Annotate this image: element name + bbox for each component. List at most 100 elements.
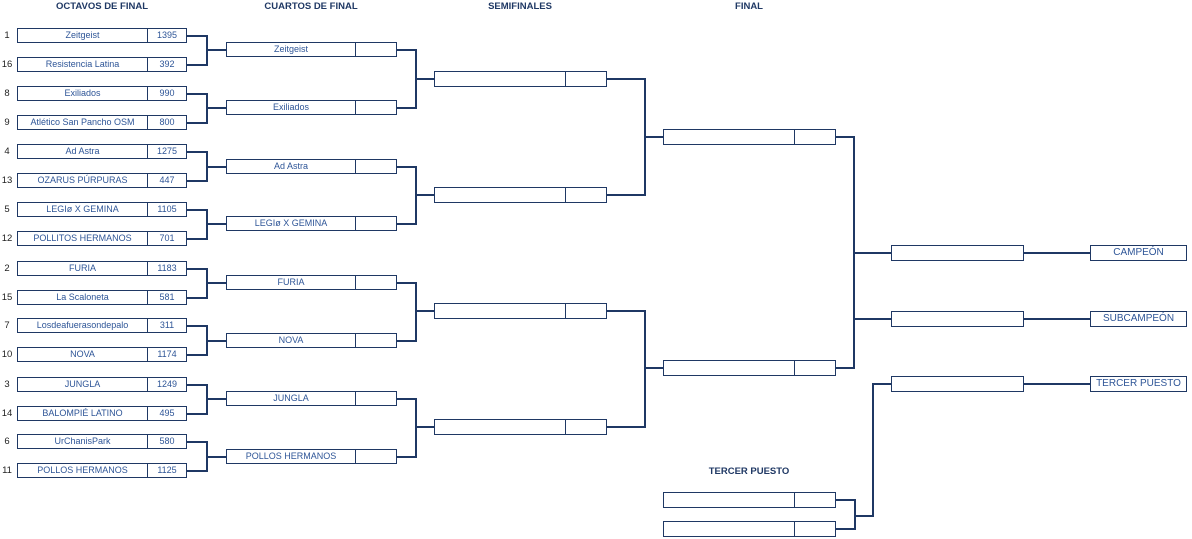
team-name: Ad Astra	[273, 161, 309, 171]
match-slot: Atlético San Pancho OSM 800	[17, 115, 187, 130]
team-score	[565, 420, 606, 434]
team-score: 990	[147, 87, 186, 100]
team-score	[565, 188, 606, 202]
bracket-connector	[836, 383, 891, 530]
team-name: Ad Astra	[65, 146, 100, 156]
seed-number: 4	[4, 146, 10, 157]
team-name: OZARUS PÚRPURAS	[37, 175, 128, 185]
team-score	[355, 43, 396, 56]
header-semifinales: SEMIFINALES	[488, 1, 552, 12]
team-score: 800	[147, 116, 186, 129]
team-score: 1249	[147, 378, 186, 391]
header-octavos: OCTAVOS DE FINAL	[55, 1, 148, 12]
team-score	[794, 361, 835, 375]
team-name: Zeitgeist	[65, 30, 100, 40]
match-slot: Exiliados 990	[17, 86, 187, 101]
team-name	[664, 493, 794, 507]
match-slot: LEGIø X GEMINA 1105	[17, 202, 187, 217]
team-name	[435, 420, 565, 434]
bracket-connector	[187, 93, 226, 124]
match-slot: POLLITOS HERMANOS 701	[17, 231, 187, 246]
team-name: JUNGLA	[64, 379, 101, 389]
match-slot: BALOMPIÉ LATINO 495	[17, 406, 187, 421]
team-name: NOVA	[70, 349, 95, 359]
seed-number: 16	[1, 59, 13, 70]
team-score: 1105	[147, 203, 186, 216]
team-score	[565, 72, 606, 86]
team-name: LEGIø X GEMINA	[254, 218, 328, 228]
bracket-connector	[607, 310, 663, 428]
bracket-connector	[187, 209, 226, 240]
match-slot: Ad Astra 1275	[17, 144, 187, 159]
bracket-connector	[187, 441, 226, 472]
match-slot	[663, 360, 836, 376]
team-score	[794, 522, 835, 536]
match-slot: JUNGLA 1249	[17, 377, 187, 392]
team-score: 447	[147, 174, 186, 187]
match-slot	[434, 303, 607, 319]
team-name: JUNGLA	[273, 393, 309, 403]
match-slot	[663, 492, 836, 508]
bracket-connector	[397, 282, 434, 342]
team-score: 701	[147, 232, 186, 245]
team-name: POLLOS HERMANOS	[37, 465, 128, 475]
team-score: 1183	[147, 262, 186, 275]
team-score: 495	[147, 407, 186, 420]
team-score: 1125	[147, 464, 186, 477]
match-slot: Zeitgeist	[226, 42, 397, 57]
team-score	[355, 450, 396, 463]
team-score	[355, 276, 396, 289]
match-slot: Losdeafuerasondepalo 311	[17, 318, 187, 333]
team-score: 580	[147, 435, 186, 448]
match-slot: JUNGLA	[226, 391, 397, 406]
team-score	[355, 101, 396, 114]
bracket-connector	[397, 49, 434, 109]
match-slot: OZARUS PÚRPURAS 447	[17, 173, 187, 188]
team-name: POLLOS HERMANOS	[245, 451, 337, 461]
seed-number: 8	[4, 88, 10, 99]
bracket-connector	[836, 136, 855, 369]
match-slot	[663, 521, 836, 537]
seed-number: 9	[4, 117, 10, 128]
match-slot: FURIA	[226, 275, 397, 290]
champion-label: CAMPEÓN	[1090, 245, 1187, 261]
match-slot: Zeitgeist 1395	[17, 28, 187, 43]
seed-number: 6	[4, 436, 10, 447]
match-slot: NOVA	[226, 333, 397, 348]
team-name: Exiliados	[272, 102, 310, 112]
team-score: 1174	[147, 348, 186, 361]
bracket-connector	[187, 35, 226, 66]
seed-number: 15	[1, 292, 13, 303]
team-score	[794, 130, 835, 144]
team-name	[664, 522, 794, 536]
seed-number: 3	[4, 379, 10, 390]
match-slot	[434, 187, 607, 203]
team-score: 1275	[147, 145, 186, 158]
bracket-connector	[187, 151, 226, 182]
team-name: NOVA	[278, 335, 304, 345]
header-tercer-puesto: TERCER PUESTO	[708, 466, 790, 477]
team-score	[565, 304, 606, 318]
runner-up-label: SUBCAMPEÓN	[1090, 311, 1187, 327]
match-slot: La Scaloneta 581	[17, 290, 187, 305]
seed-number: 10	[1, 349, 13, 360]
team-name: FURIA	[69, 263, 96, 273]
bracket-connector	[397, 166, 434, 225]
match-slot: POLLOS HERMANOS 1125	[17, 463, 187, 478]
team-score: 392	[147, 58, 186, 71]
team-name: UrChanisPark	[54, 436, 111, 446]
match-slot: Resistencia Latina 392	[17, 57, 187, 72]
team-name: Zeitgeist	[273, 44, 308, 54]
team-name: La Scaloneta	[56, 292, 109, 302]
team-score: 581	[147, 291, 186, 304]
team-name	[435, 304, 565, 318]
team-name: Losdeafuerasondepalo	[36, 320, 129, 330]
header-cuartos: CUARTOS DE FINAL	[264, 1, 358, 12]
team-score	[355, 334, 396, 347]
third-place-label: TERCER PUESTO	[1090, 376, 1187, 392]
match-slot: Ad Astra	[226, 159, 397, 174]
champion-slot	[891, 245, 1024, 261]
team-name: FURIA	[277, 277, 305, 287]
